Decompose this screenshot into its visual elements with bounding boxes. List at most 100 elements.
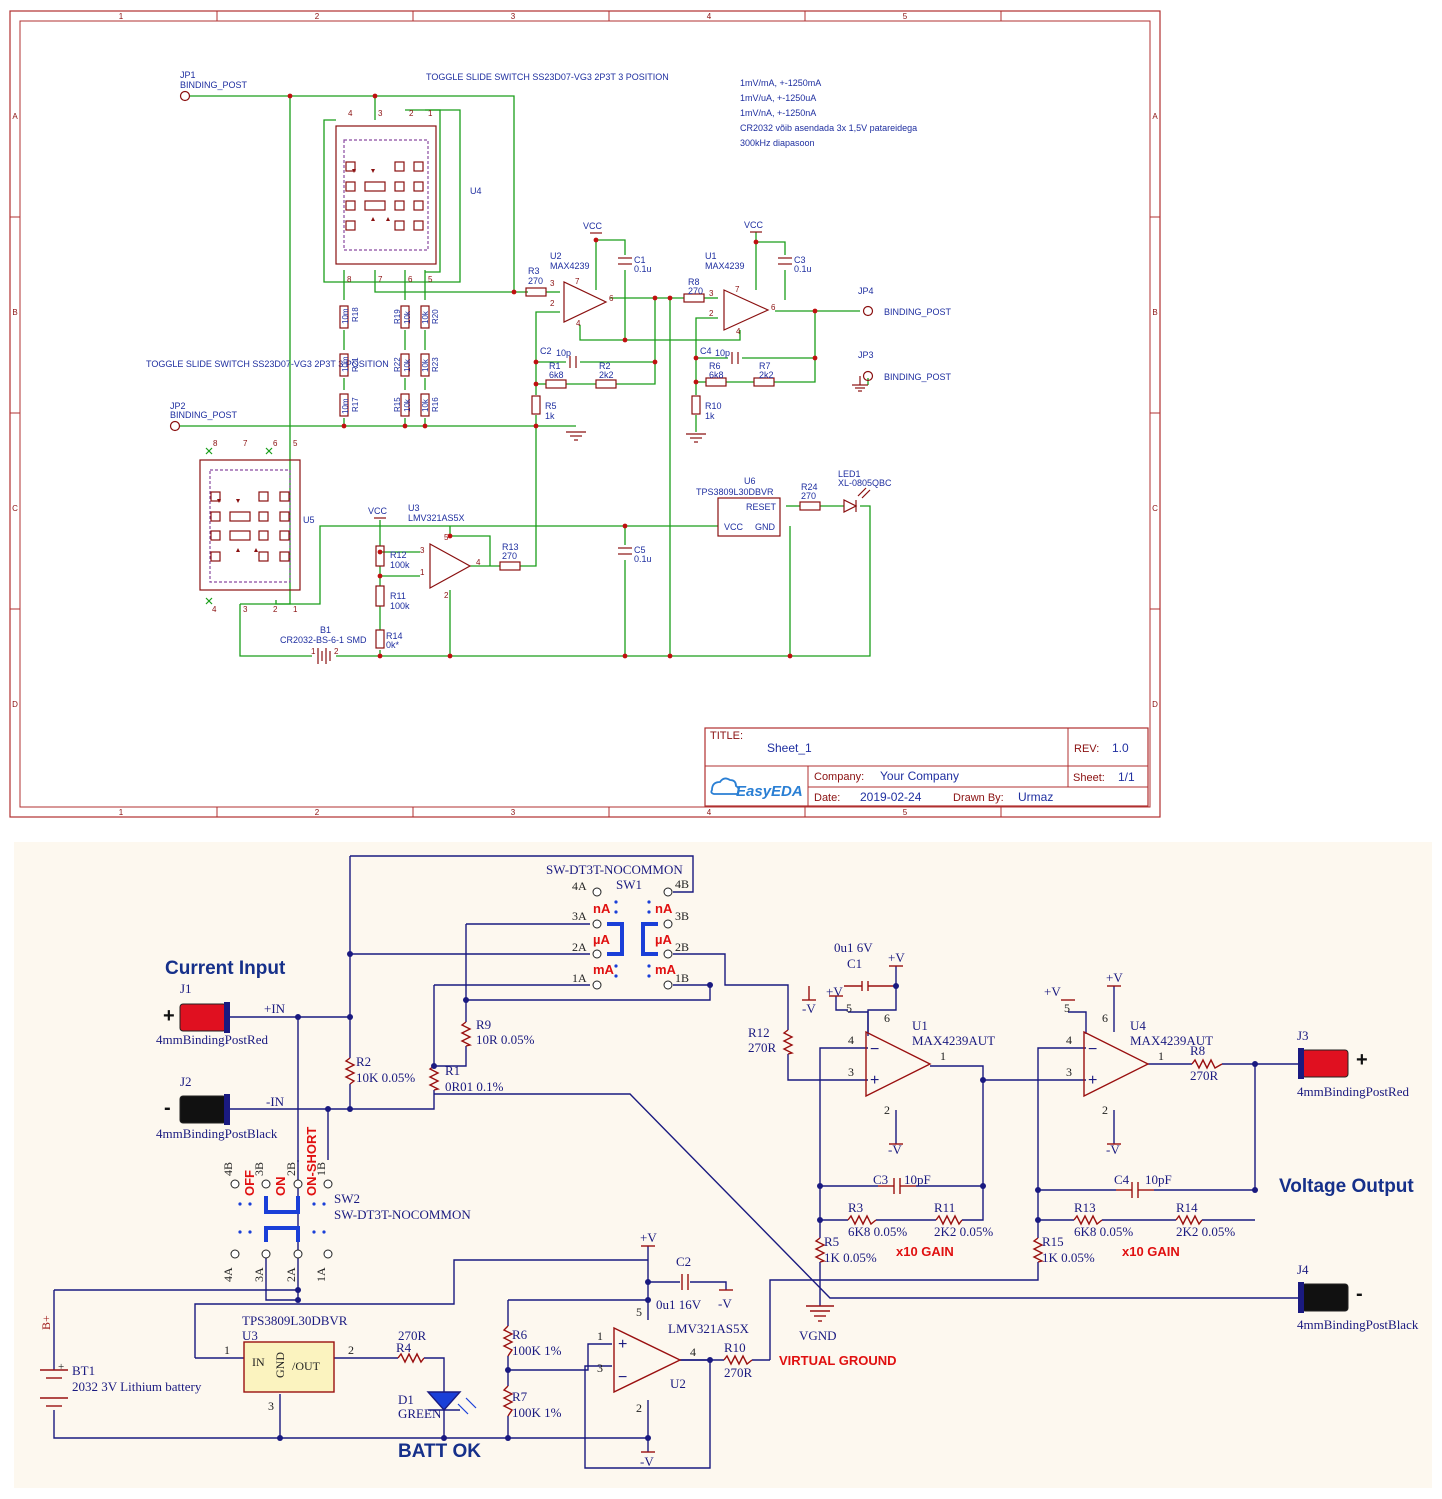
u1-part: MAX4239 — [705, 261, 745, 271]
svg-text:2: 2 — [1102, 1103, 1108, 1117]
sw2-pin: 4B — [221, 1162, 235, 1176]
sheet-value: 1/1 — [1118, 770, 1135, 784]
sw1-pin: 2A — [572, 940, 587, 954]
svg-text:2: 2 — [709, 309, 714, 318]
svg-text:6: 6 — [1102, 1011, 1108, 1025]
r4-label: R4 — [396, 1340, 412, 1355]
grid-row-label: B — [1152, 308, 1157, 317]
sw1-range-label: mA — [655, 962, 677, 977]
sw2-label: SW2 — [334, 1191, 360, 1206]
battery-net-label: B+ — [39, 1315, 53, 1330]
c1-label: C1 — [847, 956, 862, 971]
r19-label: R19 — [393, 309, 402, 324]
c5-value: 0.1u — [634, 554, 652, 564]
svg-text:1: 1 — [293, 605, 298, 614]
svg-text:1: 1 — [597, 1329, 603, 1343]
sw2-pin: 4A — [221, 1267, 235, 1282]
svg-text:4: 4 — [690, 1345, 696, 1359]
svg-text:3: 3 — [1066, 1065, 1072, 1079]
jp4-sublabel: BINDING_POST — [884, 307, 952, 317]
svg-text:3: 3 — [848, 1065, 854, 1079]
r10-value: 1k — [705, 411, 715, 421]
svg-text:2: 2 — [334, 647, 339, 656]
j4-minus-mark: - — [1356, 1283, 1363, 1305]
r8-label: R8 — [1190, 1043, 1205, 1058]
u3-label: U3 — [408, 503, 420, 513]
switch-arrows — [217, 169, 390, 552]
svg-text:7: 7 — [575, 277, 580, 286]
r12-label: R12 — [748, 1025, 770, 1040]
svg-text:6: 6 — [771, 303, 776, 312]
jp1-label: JP1 — [180, 70, 196, 80]
svg-text:3: 3 — [597, 1361, 603, 1375]
design-notes: 1mV/mA, +-1250mA 1mV/uA, +-1250uA 1mV/nA… — [740, 78, 917, 148]
u2-label: U2 — [550, 251, 562, 261]
svg-text:4: 4 — [348, 109, 353, 118]
r3-label: R3 — [528, 266, 540, 276]
r13-label: R13 — [1074, 1200, 1096, 1215]
r18-label: R18 — [351, 307, 360, 322]
gain-label: x10 GAIN — [896, 1244, 954, 1259]
sw1-pin: 1A — [572, 971, 587, 985]
title-label: TITLE: — [710, 730, 743, 742]
d1-led-symbol — [426, 1391, 462, 1412]
d1-part: GREEN — [398, 1406, 442, 1421]
date-value: 2019-02-24 — [860, 790, 922, 804]
r1-value: 6k8 — [549, 370, 564, 380]
sw1-range-label: nA — [593, 901, 611, 916]
r6-value: 6k8 — [709, 370, 724, 380]
vplus-label: +V — [640, 1230, 657, 1245]
rev-label: REV: — [1074, 743, 1099, 755]
svg-text:6: 6 — [609, 294, 614, 303]
r7-value: 100K 1% — [512, 1405, 562, 1420]
date-label: Date: — [814, 792, 840, 804]
r24-value: 270 — [801, 491, 816, 501]
r7-label: R7 — [512, 1389, 528, 1404]
grid-row-label: D — [1152, 700, 1158, 709]
r7-label: R7 — [759, 361, 771, 371]
u3-out-pin: /OUT — [292, 1359, 321, 1373]
top-schematic: 1 2 3 4 5 1 2 3 4 5 A B C D A B C D 1mV/… — [0, 0, 1170, 825]
r1-label: R1 — [445, 1063, 460, 1078]
c1-label: C1 — [634, 255, 646, 265]
j1-red-post-icon — [179, 1003, 227, 1032]
svg-text:3: 3 — [420, 546, 425, 555]
svg-text:−: − — [618, 1369, 627, 1386]
r6-value: 100K 1% — [512, 1343, 562, 1358]
r21-label: R21 — [351, 357, 360, 372]
jp3-label: JP3 — [858, 350, 874, 360]
jp2-sublabel: BINDING_POST — [170, 410, 238, 420]
sw1-pin: 4A — [572, 879, 587, 893]
svg-text:4: 4 — [476, 558, 481, 567]
u3-part: TPS3809L30DBVR — [242, 1313, 348, 1328]
svg-text:5: 5 — [428, 275, 433, 284]
r22-value: 10k — [403, 358, 412, 372]
battery-plus-mark: + — [58, 1361, 64, 1373]
r14-value: 2K2 0.05% — [1176, 1224, 1235, 1239]
u1-label: U1 — [705, 251, 717, 261]
svg-text:−: − — [870, 1041, 879, 1058]
svg-text:4: 4 — [736, 327, 741, 336]
r20-label: R20 — [431, 309, 440, 324]
j3-label: J3 — [1297, 1028, 1309, 1043]
grid-col-label: 2 — [315, 808, 320, 817]
company-label: Company: — [814, 771, 864, 783]
r9-value: 10R 0.05% — [476, 1032, 535, 1047]
svg-text:6: 6 — [408, 275, 413, 284]
j3-plus-mark: + — [1356, 1049, 1368, 1071]
jp4-label: JP4 — [858, 286, 874, 296]
r8-label: R8 — [688, 277, 700, 287]
c4-value: 10p — [715, 348, 730, 358]
vgnd-label: VGND — [799, 1328, 837, 1343]
j2-label: J2 — [180, 1074, 192, 1089]
sw2-pin: 2A — [284, 1267, 298, 1282]
c4-label: C4 — [700, 346, 712, 356]
c1-value: 0u1 6V — [834, 940, 873, 955]
jp1-sublabel: BINDING_POST — [180, 80, 248, 90]
u2-label: U2 — [670, 1376, 686, 1391]
d1-label: D1 — [398, 1392, 414, 1407]
j1-label: J1 — [180, 981, 192, 996]
r11-value: 100k — [390, 601, 410, 611]
b1-part: CR2032-BS-6-1 SMD — [280, 635, 367, 645]
svg-text:300kHz diapasoon: 300kHz diapasoon — [740, 138, 815, 148]
